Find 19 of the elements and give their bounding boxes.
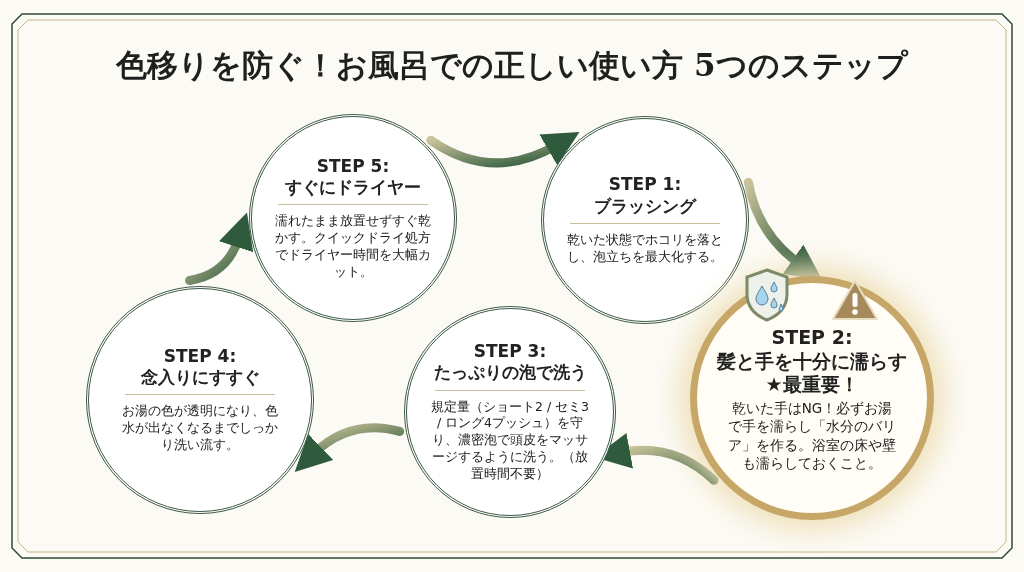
curved-arrow — [426, 132, 580, 168]
step-description: 濡れたまま放置せずすぐ乾かす。クイックドライ処方でドライヤー時間を大幅カット。 — [274, 213, 432, 281]
step-description: 規定量（ショート2 / セミ3 / ロング4プッシュ）を守り、濃密泡で頭皮をマッサージするように洗う。（放置時間不要） — [429, 398, 591, 483]
step-heading: 念入りにすすぐ — [140, 367, 260, 389]
curved-arrow — [294, 423, 405, 472]
step-heading: ブラッシング — [594, 195, 696, 217]
step-heading: 髪と手を十分に濡らす — [717, 349, 907, 374]
step-heading: STEP 3: — [473, 341, 547, 363]
step-heading: STEP 5: — [316, 155, 390, 177]
step-description: 乾いた状態でホコリを落とし、泡立ちを最大化する。 — [566, 231, 724, 266]
step-heading: STEP 2: — [771, 325, 853, 350]
step-description: お湯の色が透明になり、色水が出なくなるまでしっかり洗い流す。 — [121, 403, 279, 455]
step-heading: STEP 4: — [163, 345, 237, 368]
step-heading: STEP 1: — [608, 174, 682, 196]
step-heading: すぐにドライヤー — [285, 176, 421, 198]
step-description: 乾いた手はNG！必ずお湯で手を濡らし「水分のバリア」を作る。浴室の床や壁も濡らしておくこと。 — [728, 399, 896, 473]
step-heading: たっぷりの泡で洗う — [433, 362, 587, 384]
step-heading: ★最重要！ — [765, 373, 859, 398]
title: 色移りを防ぐ！お風呂での正しい使い方 5つのステップ — [114, 46, 910, 85]
